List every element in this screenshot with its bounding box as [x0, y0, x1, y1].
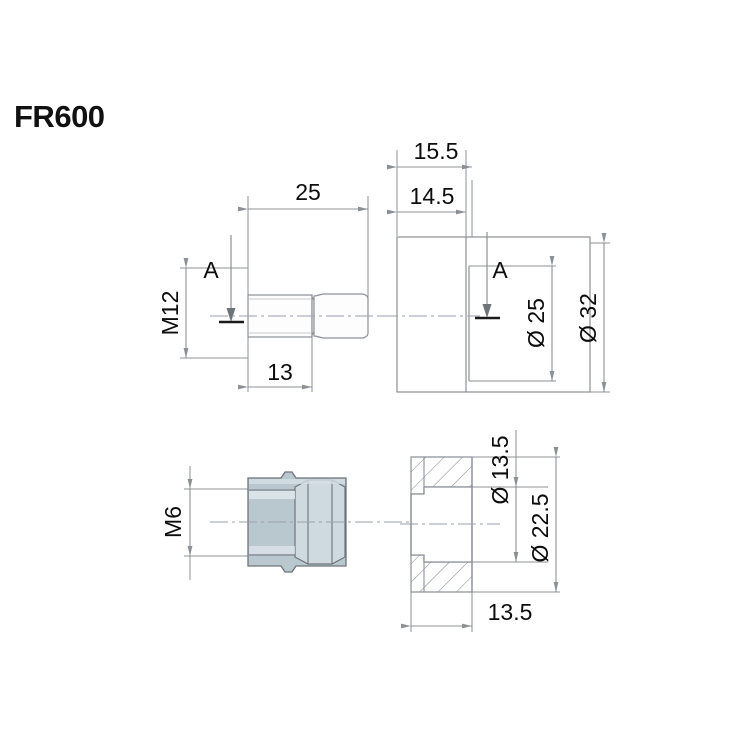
dim-inner-width-14-5: 14.5	[410, 183, 455, 209]
socket-body-side-view: 15.5 14.5 A Ø 25 Ø 32	[380, 138, 610, 393]
dim-thread-m6: M6	[160, 506, 186, 538]
dim-outer-diameter-22-5: Ø 22.5	[527, 493, 553, 562]
dim-thread-m12: M12	[157, 291, 183, 336]
section-marker-a-top-right: A	[492, 257, 508, 283]
bolt-side-view: 25 13 M12 A	[157, 179, 420, 392]
page-title: FR600	[14, 99, 105, 134]
dim-shank-length-13: 13	[267, 359, 293, 385]
dim-overall-length-25: 25	[295, 179, 321, 205]
dim-outer-diameter-32: Ø 32	[575, 293, 601, 343]
dim-overall-width-15-5: 15.5	[414, 138, 459, 164]
dim-inner-diameter-25: Ø 25	[523, 298, 549, 348]
section-marker-a-top-left: A	[203, 257, 219, 283]
dim-bore-diameter-13-5: Ø 13.5	[487, 435, 513, 504]
socket-section-view: Ø 13.5 Ø 22.5 13.5	[400, 430, 560, 632]
hex-socket-side-view: M6	[160, 466, 420, 580]
dim-width-13-5: 13.5	[488, 599, 533, 625]
